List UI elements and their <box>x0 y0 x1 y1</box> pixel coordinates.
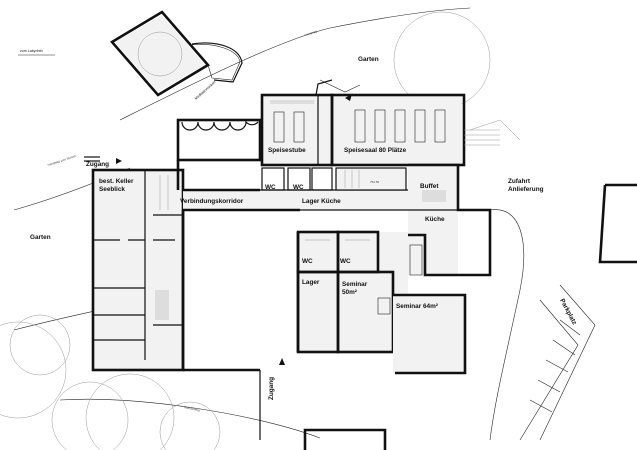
label-kuche: Küche <box>425 216 445 223</box>
label-seminar-50: Seminar <box>342 281 368 288</box>
label-anlieferung: Anlieferung <box>508 186 544 193</box>
label-seminar-50-area: 50m² <box>342 289 357 296</box>
label-verbindungskorridor: Verbindungskorridor <box>180 198 244 205</box>
label-zugang-top: Zugang <box>86 161 109 168</box>
label-keller: best. Keller <box>99 178 134 185</box>
trees <box>0 11 491 450</box>
label-wc-3: WC <box>302 258 313 265</box>
label-path-bottom: Wanderweg <box>184 405 201 412</box>
label-garten-top: Garten <box>358 56 379 63</box>
label-wc-1: WC <box>265 184 276 191</box>
left-wing <box>91 168 185 372</box>
label-meditationsraum: Meditationsraum <box>194 80 216 101</box>
label-wc-2: WC <box>293 184 304 191</box>
meditation-room <box>110 10 243 97</box>
label-path-top: Hangweg <box>304 29 318 37</box>
label-speisesaal: Speisesaal 80 Plätze <box>344 147 407 154</box>
label-seminar-64: Seminar 64m² <box>396 303 438 310</box>
lower-block <box>296 230 467 375</box>
parking-lots <box>303 183 637 450</box>
courtyard-arches <box>176 118 262 190</box>
service-rooms <box>261 167 407 191</box>
label-level-mark: 752.50 <box>370 180 380 184</box>
label-wc-4: WC <box>340 258 351 265</box>
kitchen-block <box>408 163 492 277</box>
label-speisestube: Speisestube <box>268 147 306 154</box>
label-seeblick: Seeblick <box>99 186 125 193</box>
label-path-left: Hangweg zum Wohnh. <box>47 154 77 167</box>
label-zufahrt: Zufahrt <box>508 178 531 185</box>
open-area <box>183 209 300 440</box>
entrance-arrows <box>84 94 352 365</box>
label-buffet: Buffet <box>420 183 439 190</box>
label-lager-kuche: Lager Küche <box>302 198 341 205</box>
dining-block <box>260 79 500 167</box>
label-zugang-bottom: Zugang <box>268 377 275 400</box>
label-lager: Lager <box>302 279 320 286</box>
label-zum-labyrinth: zum Labyrinth <box>20 49 43 53</box>
label-garten-left: Garten <box>30 234 51 241</box>
